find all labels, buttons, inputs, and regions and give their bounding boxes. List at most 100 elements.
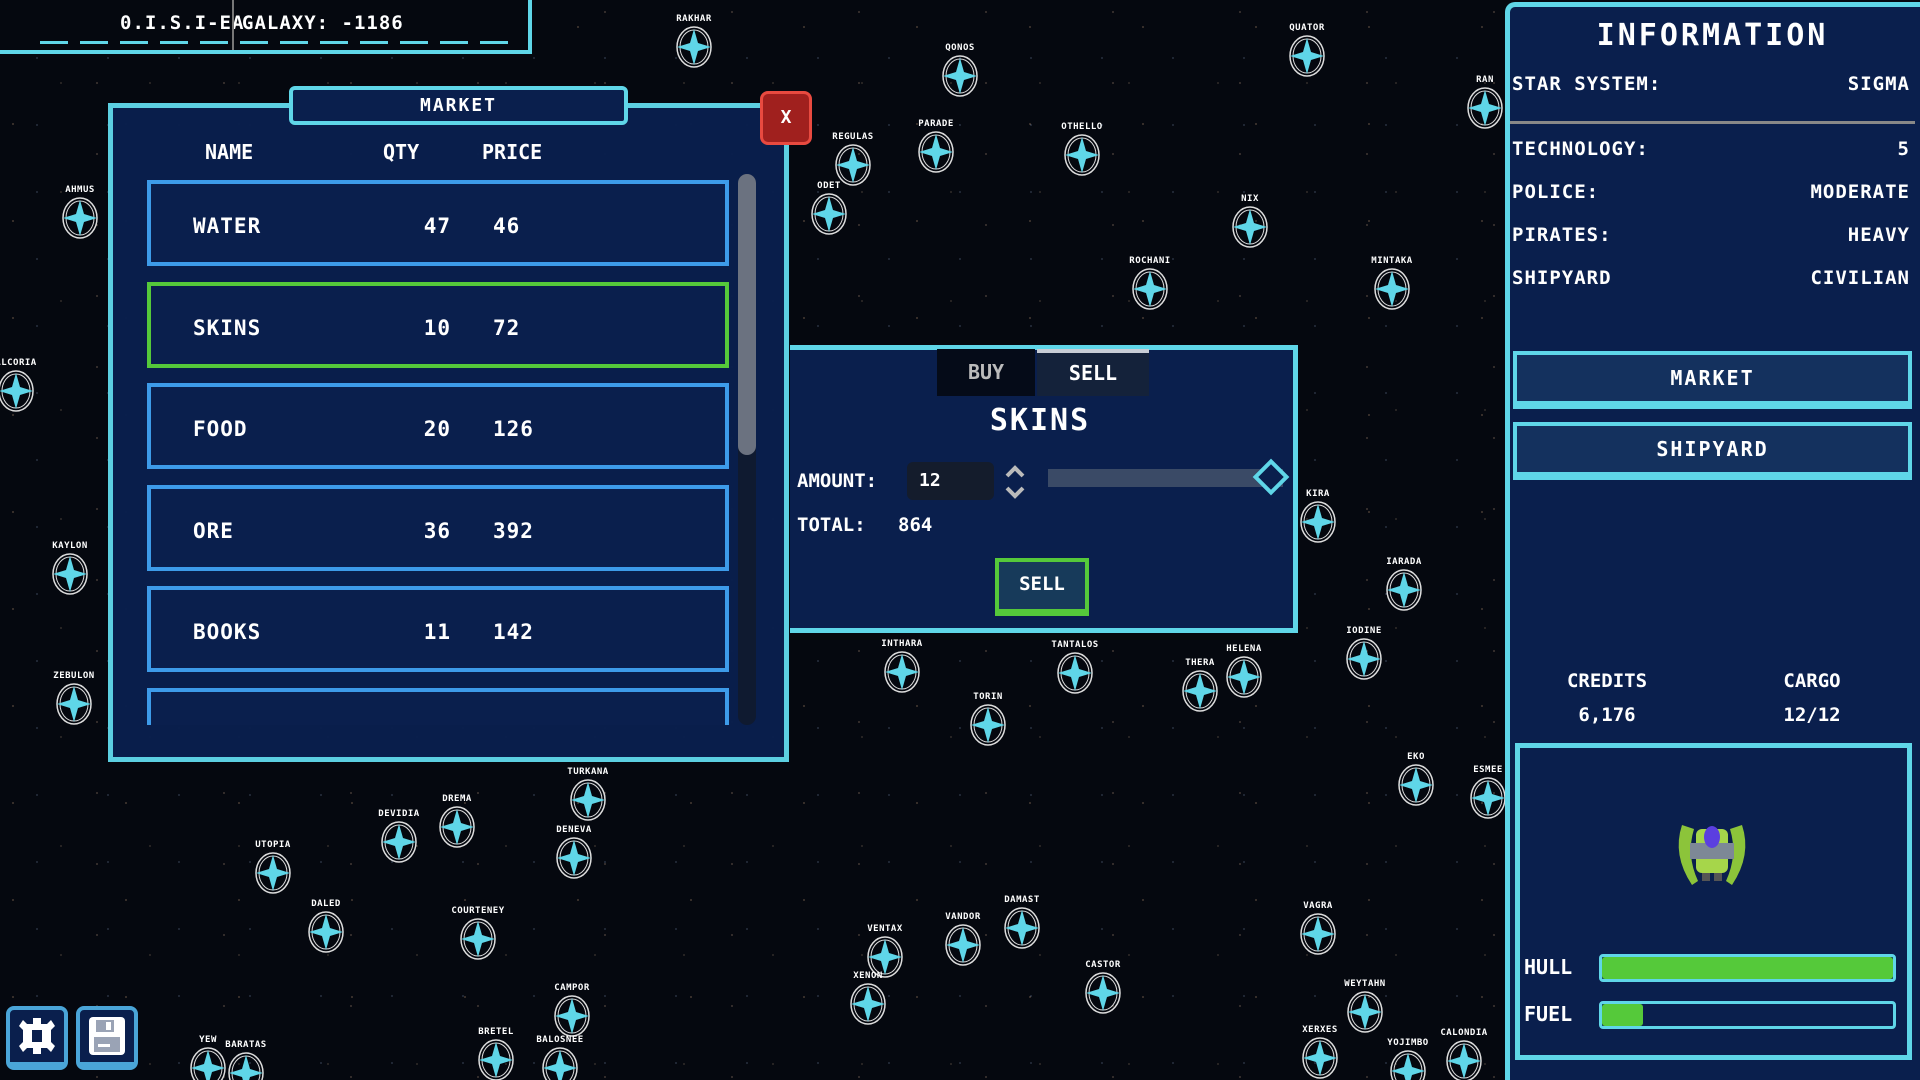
star-system-odet[interactable] xyxy=(810,192,848,236)
cargo-value: 12/12 xyxy=(1783,704,1841,726)
star-system-inthara[interactable] xyxy=(883,650,921,694)
market-button[interactable]: MARKET xyxy=(1513,351,1912,409)
sell-button[interactable]: SELL xyxy=(995,558,1089,616)
star-system-yojimbo[interactable] xyxy=(1389,1049,1427,1080)
market-row-games[interactable]: GAMES????? xyxy=(147,688,729,725)
star-system-ahmus[interactable] xyxy=(61,196,99,240)
star-system-drema[interactable] xyxy=(438,805,476,849)
column-header-qty[interactable]: QTY xyxy=(383,140,420,164)
star-system-regulas[interactable] xyxy=(834,143,872,187)
hull-label: HULL xyxy=(1524,955,1573,979)
column-header-name[interactable]: NAME xyxy=(205,140,254,164)
star-system-campor[interactable] xyxy=(553,994,591,1038)
tab-sell[interactable]: SELL xyxy=(1037,349,1149,396)
star-system-kira[interactable] xyxy=(1299,500,1337,544)
scrollbar-thumb[interactable] xyxy=(738,174,756,455)
star-system-iarada[interactable] xyxy=(1385,568,1423,612)
star-system-castor[interactable] xyxy=(1084,971,1122,1015)
star-system-deneva[interactable] xyxy=(555,836,593,880)
star-system-icon xyxy=(556,837,592,879)
star-system-torin[interactable] xyxy=(969,703,1007,747)
star-system-turkana[interactable] xyxy=(569,778,607,822)
star-system-icon xyxy=(1446,1040,1482,1080)
star-system-thera[interactable] xyxy=(1181,669,1219,713)
label: STAR SYSTEM: xyxy=(1512,73,1662,95)
star-label: TURKANA xyxy=(567,767,609,777)
star-system-parade[interactable] xyxy=(917,130,955,174)
star-system-ran[interactable] xyxy=(1466,86,1504,130)
credits-label: CREDITS xyxy=(1566,670,1648,692)
star-system-xenon[interactable] xyxy=(849,982,887,1026)
star-system-icon xyxy=(1085,972,1121,1014)
item-qty: ?? xyxy=(371,722,451,725)
tab-buy[interactable]: BUY xyxy=(937,349,1035,396)
scrollbar-track[interactable] xyxy=(738,174,756,725)
label: PIRATES: xyxy=(1512,224,1612,246)
star-system-qonos[interactable] xyxy=(941,54,979,98)
star-label: HELENA xyxy=(1226,644,1262,654)
star-system-ventax[interactable] xyxy=(866,935,904,979)
star-label: DREMA xyxy=(442,794,472,804)
star-system-zebulon[interactable] xyxy=(55,682,93,726)
amount-stepper[interactable] xyxy=(1003,462,1027,502)
star-system-baratas[interactable] xyxy=(227,1051,265,1080)
star-system-icon xyxy=(1346,638,1382,680)
star-system-alcoria[interactable] xyxy=(0,369,35,413)
star-system-icon xyxy=(1347,991,1383,1033)
shipyard-button[interactable]: SHIPYARD xyxy=(1513,422,1912,480)
star-system-bretel[interactable] xyxy=(477,1038,515,1080)
star-label: RAKHAR xyxy=(676,14,712,24)
star-system-balosnee[interactable] xyxy=(541,1046,579,1080)
column-header-price[interactable]: PRICE xyxy=(482,140,543,164)
item-name: SKINS xyxy=(193,315,262,340)
star-label: CASTOR xyxy=(1085,960,1121,970)
ship-id: 0.I.S.I-EA xyxy=(120,12,245,34)
star-system-yew[interactable] xyxy=(189,1046,227,1080)
item-price: 126 xyxy=(493,417,534,442)
star-system-tantalos[interactable] xyxy=(1056,651,1094,695)
star-system-utopia[interactable] xyxy=(254,851,292,895)
star-label: QONOS xyxy=(945,43,975,53)
star-system-devidia[interactable] xyxy=(380,820,418,864)
star-system-mintaka[interactable] xyxy=(1373,267,1411,311)
star-label: CALONDIA xyxy=(1440,1028,1488,1038)
star-system-vandor[interactable] xyxy=(944,923,982,967)
star-system-damast[interactable] xyxy=(1003,906,1041,950)
star-system-quator[interactable] xyxy=(1288,34,1326,78)
star-system-esmee[interactable] xyxy=(1469,776,1507,820)
star-system-xerxes[interactable] xyxy=(1301,1036,1339,1080)
star-system-icon xyxy=(970,704,1006,746)
star-system-calondia[interactable] xyxy=(1445,1039,1483,1080)
settings-button[interactable] xyxy=(6,1006,68,1070)
amount-slider[interactable] xyxy=(1048,458,1290,496)
star-system-weytahn[interactable] xyxy=(1346,990,1384,1034)
star-system-iodine[interactable] xyxy=(1345,637,1383,681)
credits-value: 6,176 xyxy=(1578,704,1636,726)
chevron-up-down-icon[interactable] xyxy=(1003,462,1027,502)
star-system-icon xyxy=(835,144,871,186)
item-qty: 47 xyxy=(423,214,451,238)
star-system-rochani[interactable] xyxy=(1131,267,1169,311)
star-system-daled[interactable] xyxy=(307,910,345,954)
star-system-othello[interactable] xyxy=(1063,133,1101,177)
item-name: BOOKS xyxy=(193,620,262,645)
galaxy-header: 0.I.S.I-EA GALAXY: -1186 xyxy=(0,0,532,54)
star-system-rakhar[interactable] xyxy=(675,25,713,69)
close-button[interactable]: X xyxy=(760,91,812,145)
star-system-helena[interactable] xyxy=(1225,655,1263,699)
star-system-kaylon[interactable] xyxy=(51,552,89,596)
amount-input[interactable]: 12 xyxy=(907,462,994,500)
star-system-icon xyxy=(1470,777,1506,819)
star-system-icon xyxy=(1232,206,1268,248)
star-system-eko[interactable] xyxy=(1397,763,1435,807)
star-system-vagra[interactable] xyxy=(1299,912,1337,956)
save-button[interactable] xyxy=(76,1006,138,1070)
star-system-courteney[interactable] xyxy=(459,917,497,961)
star-system-nix[interactable] xyxy=(1231,205,1269,249)
star-label: ZEBULON xyxy=(53,671,95,681)
